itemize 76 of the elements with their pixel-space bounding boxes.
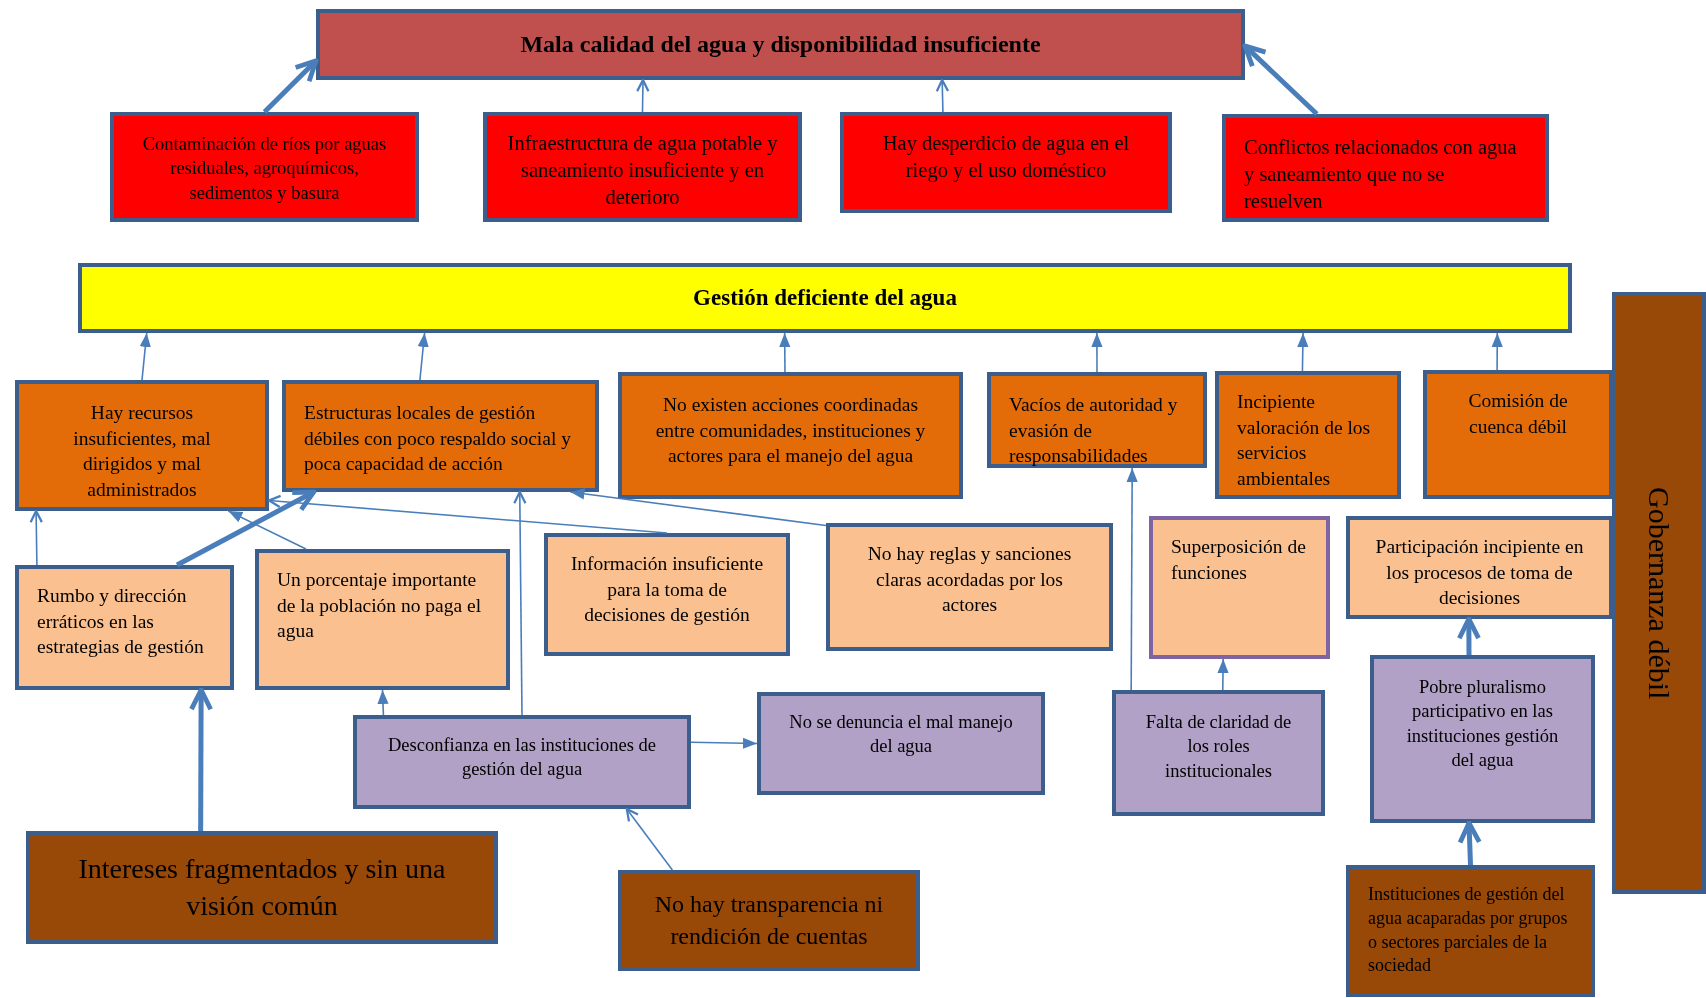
- box-text: Infraestructura de agua potable y saneamiento insuficiente y en deterioro: [507, 131, 778, 211]
- box-text: No hay reglas y sanciones claras acordadas por los actores: [866, 542, 1073, 618]
- effect-box: [1222, 114, 1549, 222]
- arrow: [636, 78, 650, 113]
- arrow: [377, 689, 389, 716]
- box-text: Instituciones de gestión del agua acaparadas por grupos o sectores parciales de la sociedad: [1368, 883, 1569, 978]
- arrow: [417, 332, 429, 381]
- box-text: Vacíos de autoridad y evasión de responsabilidades: [1009, 393, 1179, 469]
- root-cause-box: [26, 831, 498, 944]
- arrow: [1217, 658, 1229, 691]
- arrow: [569, 488, 827, 527]
- arrow: [1491, 332, 1503, 371]
- arrow: [1457, 820, 1482, 866]
- box-text: Estructuras locales de gestión débiles con poco respaldo social y poca capacidad de acción: [304, 401, 572, 477]
- effect-box: [840, 112, 1172, 213]
- band-title: Gobernanza débil: [1641, 486, 1677, 700]
- root-cause-box: [618, 870, 920, 971]
- cause-box: [1112, 690, 1325, 816]
- cause-box: [544, 533, 790, 656]
- effect-box: [483, 112, 802, 222]
- cause-box: [757, 692, 1045, 795]
- arrow: [625, 807, 674, 871]
- arrow: [1091, 332, 1103, 373]
- box-text: Incipiente valoración de los servicios ambientales: [1237, 390, 1372, 492]
- cause-box: [618, 372, 963, 499]
- arrow: [1126, 467, 1138, 691]
- cause-box: [1149, 516, 1330, 659]
- arrow: [779, 332, 791, 373]
- cause-box: [987, 372, 1207, 468]
- arrow: [1297, 332, 1309, 372]
- box-text: Hay recursos insuficientes, mal dirigidos y mal administrados: [72, 401, 212, 503]
- arrow: [139, 332, 151, 381]
- box-text: Participación incipiente en los procesos de toma de decisiones: [1374, 535, 1585, 611]
- cause-box: [353, 715, 691, 809]
- arrow: [513, 490, 527, 716]
- cause-box: [1370, 655, 1595, 823]
- box-text: Pobre pluralismo participativo en las instituciones gestión del agua: [1405, 676, 1560, 773]
- box-text: Falta de claridad de los roles institucionales: [1144, 711, 1293, 783]
- side-band: [1612, 292, 1706, 894]
- box-text: No existen acciones coordinadas entre comunidades, instituciones y actores para el manejo del agua: [654, 393, 927, 469]
- box-text: No se denuncia el mal manejo del agua: [788, 711, 1014, 759]
- arrow: [262, 58, 319, 114]
- heading-text: Mala calidad del agua y disponibilidad insuficiente: [519, 29, 1042, 59]
- effect-box: [316, 9, 1245, 80]
- box-text: Desconfianza en las instituciones de gestión del agua: [386, 734, 658, 782]
- cause-box: [15, 565, 234, 690]
- box-text: Conflictos relacionados con agua y saneamiento que no se resuelven: [1244, 135, 1518, 215]
- box-text: Comisión de cuenca débil: [1467, 389, 1569, 439]
- box-text: Información insuficiente para la toma de decisiones de gestión: [569, 552, 765, 628]
- box-text: Un porcentaje importante de la población no paga el agua: [277, 568, 483, 644]
- box-text: Superposición de funciones: [1171, 535, 1307, 585]
- heading-text: Gestión deficiente del agua: [692, 283, 958, 312]
- arrow: [189, 687, 214, 831]
- arrow: [690, 737, 758, 749]
- arrow: [1456, 616, 1481, 655]
- root-cause-box: [1346, 865, 1595, 997]
- box-text: Rumbo y dirección erráticos en las estrategias de gestión: [37, 584, 205, 660]
- cause-box: [15, 380, 269, 511]
- arrow: [29, 509, 43, 566]
- arrow: [1242, 43, 1319, 116]
- cause-box: [255, 549, 510, 690]
- box-text: Contaminación de ríos por aguas residuales, agroquímicos, sedimentos y basura: [141, 133, 388, 205]
- cause-box: [1423, 370, 1613, 499]
- cause-box: [1346, 516, 1613, 619]
- box-text: No hay transparencia ni rendición de cuentas: [653, 889, 885, 951]
- cause-box: [826, 523, 1113, 651]
- effect-box: [110, 112, 419, 222]
- arrow: [175, 489, 317, 568]
- problem-band: [78, 263, 1572, 333]
- arrow: [935, 78, 950, 113]
- box-text: Hay desperdicio de agua en el riego y el uso doméstico: [881, 131, 1131, 184]
- arrow: [227, 510, 307, 550]
- cause-box: [1215, 371, 1401, 499]
- cause-box: [282, 380, 599, 492]
- box-text: Intereses fragmentados y sin una visión común: [77, 851, 447, 923]
- arrow: [267, 494, 668, 534]
